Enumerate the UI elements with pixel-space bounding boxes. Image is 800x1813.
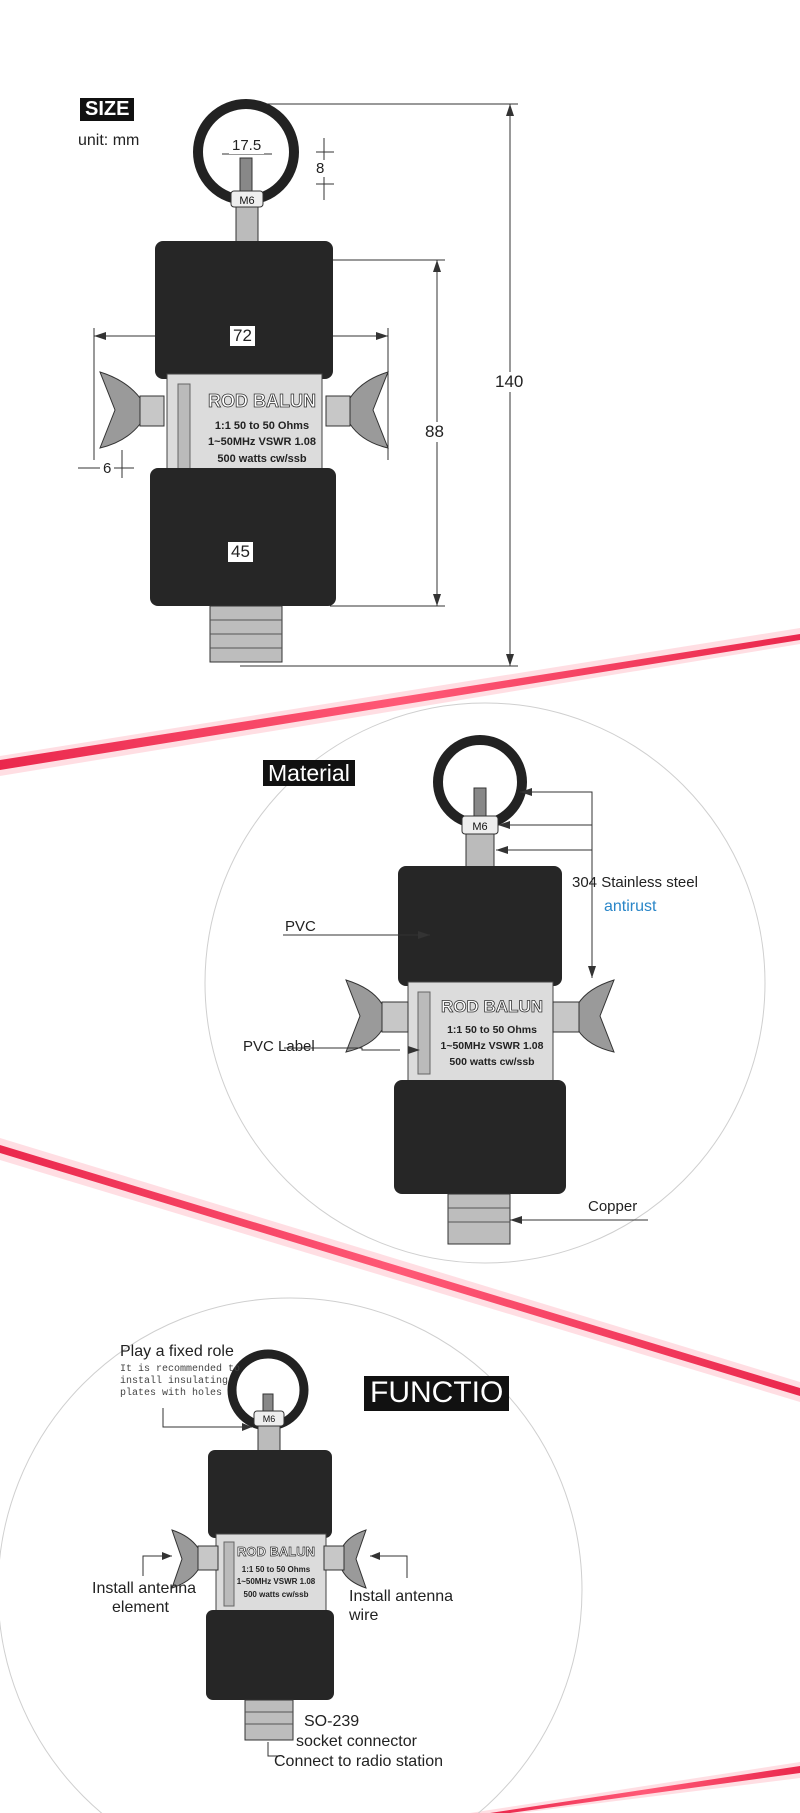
function-note-line3: plates with holes	[120, 1388, 223, 1399]
function-callout-so239-1: SO-239	[304, 1713, 360, 1730]
function-callout-antenna-wire-2: wire	[349, 1607, 379, 1624]
size-nut-label: M6	[239, 195, 254, 207]
function-label-line2: 1~50MHz VSWR 1.08	[237, 1577, 316, 1586]
dim-wing-offset: 6	[100, 460, 115, 477]
dim-overall-height: 140	[492, 372, 527, 392]
material-label-brand: ROD BALUN	[441, 997, 543, 1016]
size-label-line1: 1:1 50 to 50 Ohms	[215, 420, 309, 432]
material-circle	[204, 702, 766, 1264]
red-streak-2	[0, 1138, 800, 1402]
size-label-brand: ROD BALUN	[208, 391, 316, 411]
dim-body-diameter: 45	[228, 542, 253, 562]
function-balun-drawing	[171, 1349, 367, 1741]
material-balun-drawing	[345, 735, 615, 1245]
function-note-line2: install insulating	[120, 1376, 229, 1387]
function-callout-antenna-element-1: Install antenna	[92, 1580, 197, 1597]
function-title: FUNCTIO	[364, 1376, 510, 1411]
red-streak-3	[470, 1762, 800, 1813]
material-callout-pvc-label: PVC Label	[243, 1038, 315, 1055]
material-title: Material	[263, 760, 355, 787]
material-label-line3: 500 watts cw/ssb	[449, 1056, 534, 1068]
function-nut-label: M6	[263, 1414, 276, 1424]
material-nut-label: M6	[472, 821, 487, 833]
red-streak-1	[0, 628, 800, 776]
size-unit: unit: mm	[78, 132, 140, 149]
material-label-line2: 1~50MHz VSWR 1.08	[440, 1040, 543, 1052]
function-callout-so239-2: socket connector	[296, 1733, 417, 1750]
function-callout-fixed-role: Play a fixed role	[120, 1343, 234, 1360]
dim-eye-diameter: 17.5	[229, 137, 265, 154]
size-title: SIZE	[80, 98, 135, 121]
dim-width-wings: 72	[230, 326, 255, 346]
dim-thread-length: 8	[313, 160, 328, 177]
material-callout-antirust: antirust	[604, 898, 657, 915]
size-label-line3: 500 watts cw/ssb	[217, 453, 307, 465]
material-label-line1: 1:1 50 to 50 Ohms	[447, 1024, 537, 1036]
function-callout-antenna-element-2: element	[112, 1599, 169, 1616]
function-label-brand: ROD BALUN	[237, 1544, 315, 1559]
function-callout-so239-3: Connect to radio station	[274, 1753, 443, 1770]
material-callout-copper: Copper	[588, 1198, 638, 1215]
dim-body-height: 88	[422, 422, 447, 442]
size-balun-drawing	[99, 99, 389, 663]
function-label-line3: 500 watts cw/ssb	[244, 1590, 309, 1599]
function-callout-antenna-wire-1: Install antenna	[349, 1588, 454, 1605]
material-callout-pvc: PVC	[285, 918, 316, 935]
material-callout-steel: 304 Stainless steel	[572, 874, 698, 891]
size-label-line2: 1~50MHz VSWR 1.08	[208, 436, 316, 448]
function-note-line1: It is recommended to	[120, 1364, 241, 1375]
function-circle	[0, 1297, 583, 1813]
function-label-line1: 1:1 50 to 50 Ohms	[242, 1565, 311, 1574]
